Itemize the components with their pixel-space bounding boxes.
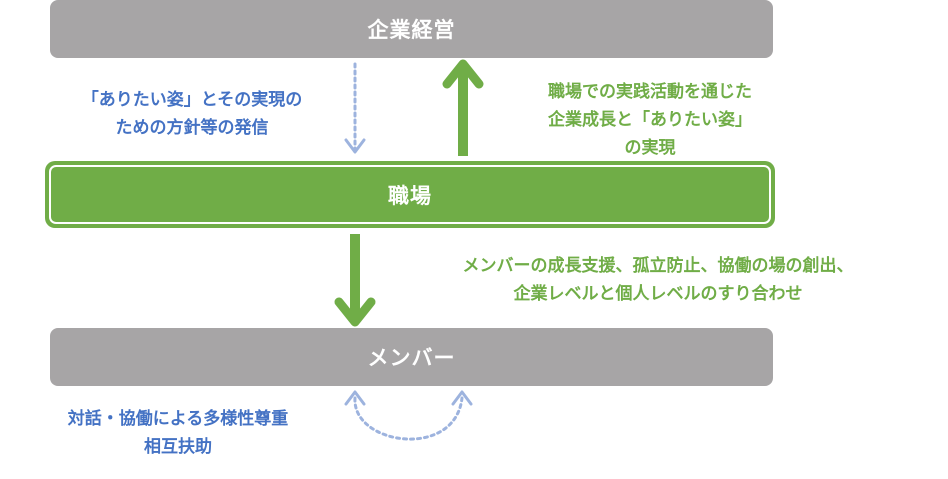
growth-label-line: の実現 (624, 138, 676, 158)
growth-label-line: 職場での実践活動を通じた (548, 82, 752, 102)
policy-label: 「ありたい姿」とその実現の ための方針等の発信 (36, 86, 348, 142)
mutual-aid-label-line: 相互扶助 (144, 437, 212, 457)
mutual-aid-label-line: 対話・協働による多様性尊重 (67, 409, 289, 429)
support-label-line: 企業レベルと個人レベルのすり合わせ (513, 284, 803, 304)
workplace-label: 職場 (388, 183, 432, 208)
policy-label-line: ための方針等の発信 (115, 118, 269, 138)
policy-down-arrow (344, 62, 366, 154)
growth-label: 職場での実践活動を通じた 企業成長と「ありたい姿」 の実現 (500, 78, 800, 162)
growth-label-line: 企業成長と「ありたい姿」 (548, 110, 752, 130)
corporate-management-box: 企業経営 (50, 0, 773, 58)
workplace-box: 職場 (45, 161, 775, 228)
members-label: メンバー (367, 346, 456, 370)
mutual-aid-curved-arrow (344, 390, 473, 441)
members-box: メンバー (50, 328, 773, 386)
workplace-box-inner: 職場 (49, 165, 771, 224)
support-down-arrow (334, 234, 376, 327)
mutual-aid-label: 対話・協働による多様性尊重 相互扶助 (18, 405, 338, 461)
growth-up-arrow (442, 59, 484, 156)
policy-label-line: 「ありたい姿」とその実現の (81, 90, 303, 110)
support-label-line: メンバーの成長支援、孤立防止、協働の場の創出、 (462, 256, 854, 276)
support-label: メンバーの成長支援、孤立防止、協働の場の創出、 企業レベルと個人レベルのすり合わ… (378, 252, 938, 308)
corporate-management-label: 企業経営 (367, 18, 456, 42)
